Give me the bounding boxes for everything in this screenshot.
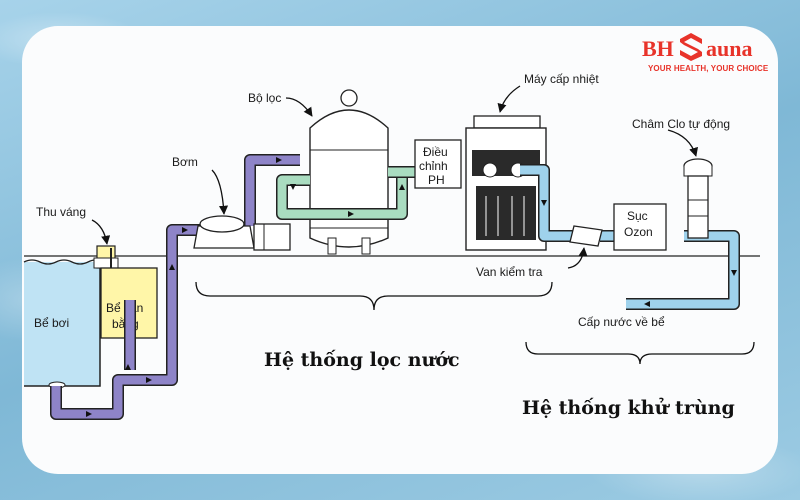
- suction-pipes: [50, 154, 300, 420]
- heater-label: Máy cấp nhiệt: [524, 72, 599, 86]
- ozone-label-line2: Ozon: [624, 225, 653, 239]
- pump: [193, 215, 291, 251]
- logo-s-mark-icon: [680, 33, 702, 61]
- logo-text-right: auna: [706, 36, 753, 61]
- pool: Bể bơi: [23, 259, 101, 389]
- filtered-water-pipes: [276, 166, 418, 220]
- ozone-label-line1: Sục: [627, 209, 648, 223]
- pool-label: Bể bơi: [34, 316, 69, 330]
- logo-text-left: BH: [642, 36, 674, 61]
- filter-label: Bộ lọc: [248, 91, 281, 105]
- filtration-system-title: Hệ thống lọc nước: [264, 349, 460, 371]
- filter: [309, 89, 389, 255]
- skimmer: [93, 245, 119, 269]
- pump-label: Bơm: [172, 155, 198, 169]
- ph-label-line2: chỉnh: [419, 159, 448, 173]
- return-label: Cấp nước về bể: [578, 315, 665, 329]
- ozone-unit: Sục Ozon: [613, 203, 667, 251]
- skimmer-label: Thu váng: [36, 205, 86, 219]
- pointer-arrows: [91, 85, 699, 269]
- chlorinator: [683, 158, 713, 239]
- ph-label-line3: PH: [428, 173, 445, 187]
- check-valve: [569, 225, 603, 247]
- heater: [465, 115, 547, 251]
- ph-label-line1: Điều: [423, 145, 448, 159]
- disinfection-system-title: Hệ thống khử trùng: [522, 397, 735, 419]
- logo-tagline: YOUR HEALTH, YOUR CHOICE: [648, 64, 769, 73]
- check-valve-label: Van kiểm tra: [476, 265, 543, 279]
- ph-controller: Điều chỉnh PH: [414, 139, 462, 189]
- brand-logo: BH auna YOUR HEALTH, YOUR CHOICE: [622, 14, 782, 84]
- chlorinator-label: Châm Clo tự động: [632, 117, 730, 131]
- disinfection-brace: [525, 341, 755, 365]
- flow-arrows: [86, 157, 737, 417]
- filtration-brace: [195, 281, 553, 311]
